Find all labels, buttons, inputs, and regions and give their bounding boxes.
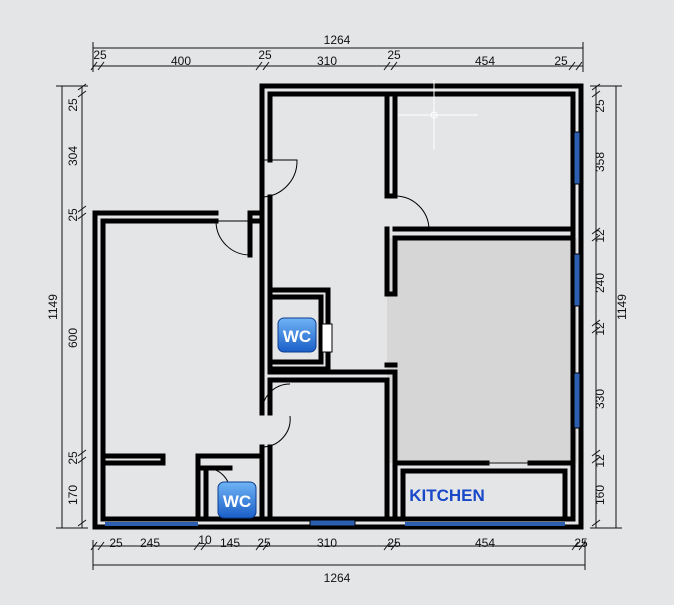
top-dim-3: 25 xyxy=(258,48,272,62)
right-dim-2: 358 xyxy=(593,152,607,172)
bottom-dimensions: 25 245 10 145 25 310 25 454 25 1264 xyxy=(90,533,588,585)
top-dim-4: 310 xyxy=(317,54,337,68)
window-bottom-2 xyxy=(105,522,198,526)
doors xyxy=(205,159,530,493)
top-dim-1: 25 xyxy=(93,48,107,62)
walls xyxy=(92,83,584,530)
left-dim-2: 304 xyxy=(66,146,80,166)
window-right-3 xyxy=(573,372,581,429)
top-dim-2: 400 xyxy=(171,54,191,68)
right-dim-7: 12 xyxy=(593,454,607,468)
mid-wall-top xyxy=(384,91,398,199)
left-dim-6: 170 xyxy=(66,485,80,505)
kitchen-label: KITCHEN xyxy=(409,486,485,505)
bottom-dim-7: 25 xyxy=(387,536,401,550)
bottom-dim-1: 25 xyxy=(109,536,123,550)
top-ticks xyxy=(90,61,583,71)
bottom-dim-2: 245 xyxy=(140,536,160,550)
left-dim-5: 25 xyxy=(66,451,80,465)
wc-badge-upper-text: WC xyxy=(283,327,311,346)
right-dim-1: 25 xyxy=(593,99,607,113)
right-total-dim: 1149 xyxy=(615,294,629,320)
bottom-dim-6: 310 xyxy=(317,536,337,550)
wc-box-inner xyxy=(272,294,324,365)
right-dim-5: 12 xyxy=(593,322,607,336)
living-floor-shade xyxy=(387,238,577,463)
mid-wall-middle xyxy=(384,226,576,297)
window-right-1 xyxy=(573,131,581,185)
left-dim-1: 25 xyxy=(66,98,80,112)
left-total-dim: 1149 xyxy=(46,294,60,320)
bottom-dim-3: 10 xyxy=(198,533,212,547)
right-dim-4: 240 xyxy=(593,273,607,293)
right-dim-8: 160 xyxy=(593,485,607,505)
window-right-2 xyxy=(573,253,581,307)
bottom-dim-9: 25 xyxy=(574,536,588,550)
right-dim-3: 12 xyxy=(593,229,607,243)
crosshair-guide xyxy=(398,80,478,150)
top-dimensions: 1264 25 400 25 310 25 454 25 xyxy=(90,33,584,72)
top-dim-5: 25 xyxy=(387,48,401,62)
door-lower-corridor-1 xyxy=(261,383,291,414)
bottom-total-dim: 1264 xyxy=(324,571,351,585)
wc-badge-lower-text: WC xyxy=(223,492,251,511)
inner-outline-left xyxy=(100,218,576,522)
windows xyxy=(105,131,581,527)
lower-left-wall xyxy=(100,453,166,466)
bottom-dim-8: 454 xyxy=(475,536,495,550)
window-wc xyxy=(321,323,333,353)
door-bedroom-right xyxy=(394,195,430,230)
left-dim-4: 600 xyxy=(66,328,80,348)
wc-badge-lower: WC xyxy=(217,481,257,519)
right-dimensions: 25 358 12 240 12 330 12 160 1149 xyxy=(590,83,629,529)
lower-room-top xyxy=(267,369,398,522)
wc-badge-upper: WC xyxy=(277,317,317,353)
right-dim-6: 330 xyxy=(593,389,607,409)
window-bottom-3 xyxy=(405,522,565,526)
door-top-left xyxy=(261,159,298,198)
outer-wall-top xyxy=(92,83,584,530)
left-dimensions: 25 304 25 600 25 170 1149 xyxy=(46,83,88,529)
top-dim-7: 25 xyxy=(554,54,568,68)
bottom-dim-5: 25 xyxy=(257,536,271,550)
inner-outline-top xyxy=(267,91,576,522)
lower-room-top-inner xyxy=(267,377,390,522)
door-bedroom-left xyxy=(215,220,251,256)
top-total-dim: 1264 xyxy=(324,33,351,47)
top-dim-6: 454 xyxy=(475,54,495,68)
bottom-dim-4: 145 xyxy=(220,536,240,550)
door-lower-corridor-2 xyxy=(261,415,291,448)
left-dim-3: 25 xyxy=(66,208,80,222)
window-bottom-1 xyxy=(309,519,356,527)
